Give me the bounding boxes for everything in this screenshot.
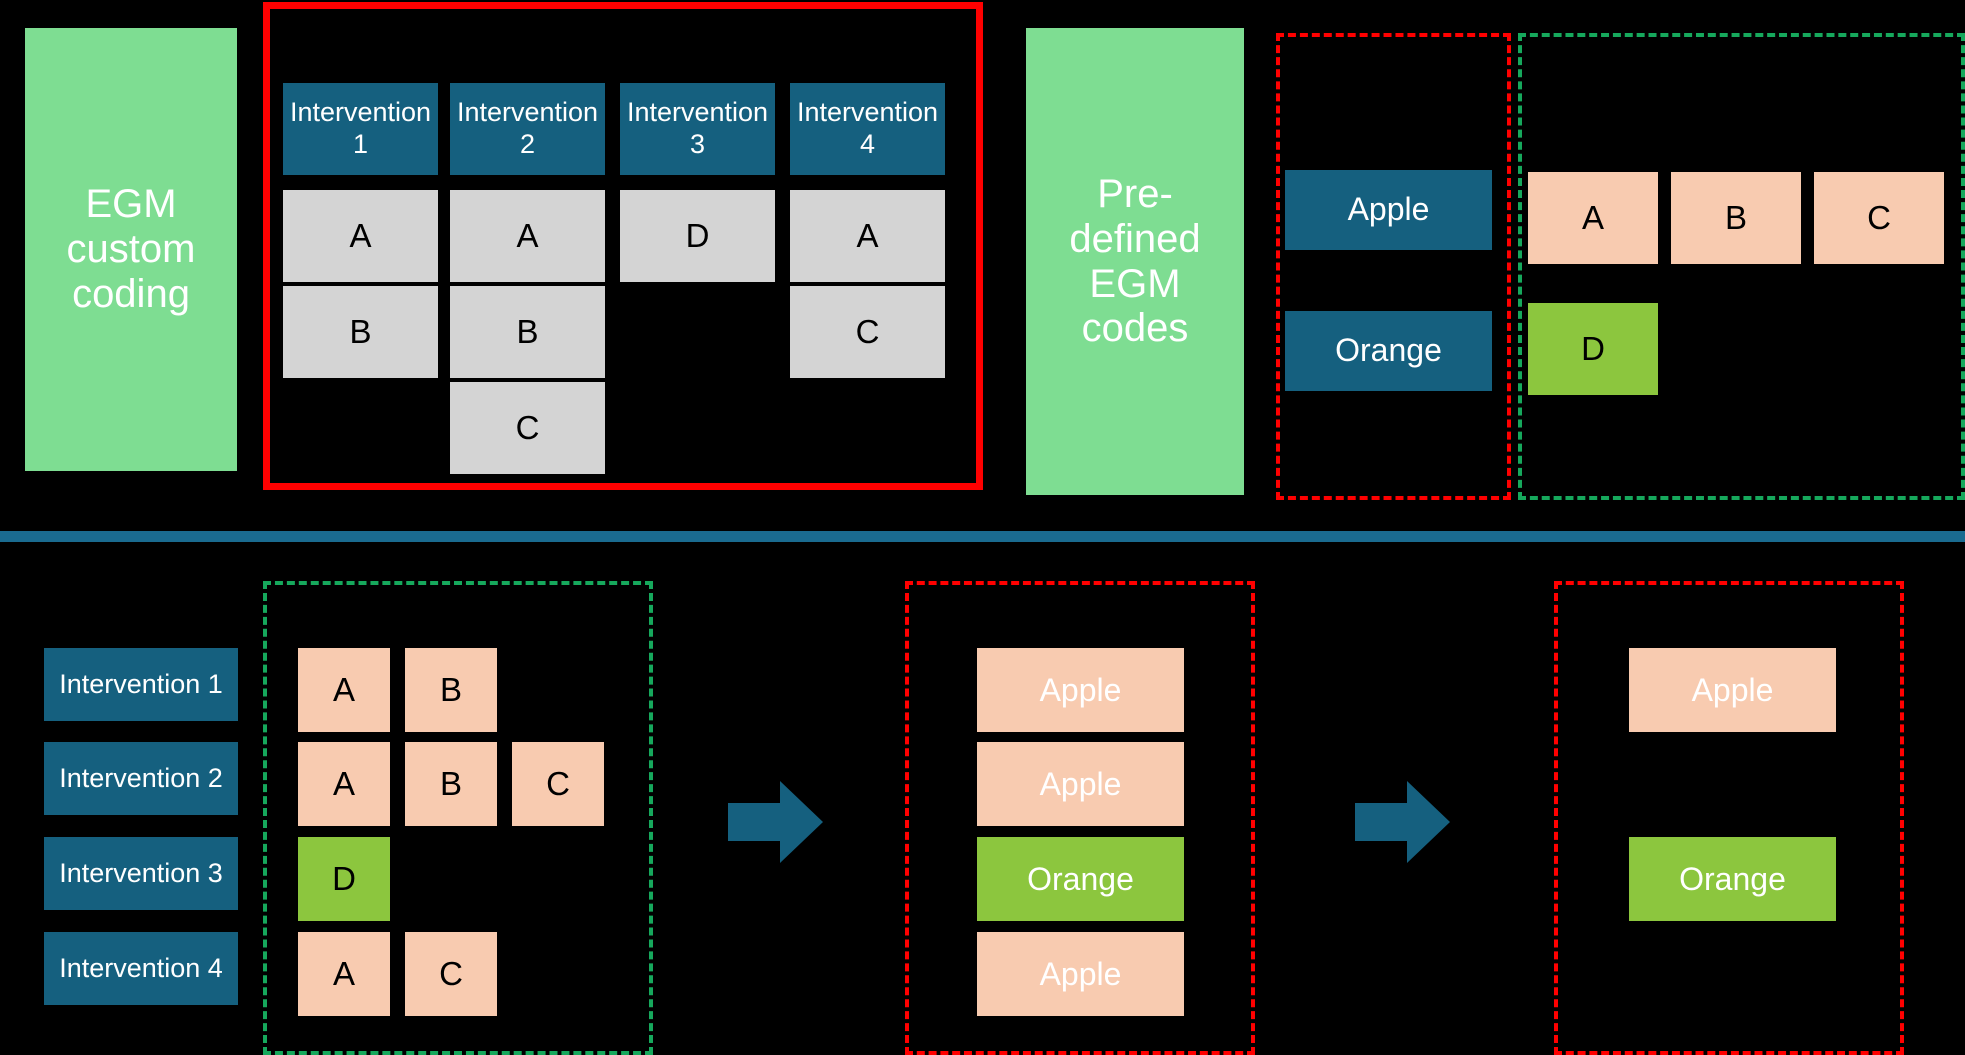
code-key-b[interactable]: B [1671, 172, 1801, 264]
right-arrow-icon [1355, 781, 1450, 863]
bottom-intervention-2[interactable]: Intervention 2 [44, 742, 238, 815]
top-code-cell[interactable]: A [283, 190, 438, 282]
bottom-code-cell[interactable]: C [512, 742, 604, 826]
top-code-cell[interactable]: D [620, 190, 775, 282]
bottom-intervention-1[interactable]: Intervention 1 [44, 648, 238, 721]
predefined-code-orange[interactable]: Orange [1285, 311, 1492, 391]
final-code-apple[interactable]: Apple [1629, 648, 1836, 732]
top-intervention-4[interactable]: Intervention 4 [790, 83, 945, 175]
bottom-code-cell[interactable]: B [405, 648, 497, 732]
bottom-code-cell[interactable]: A [298, 932, 390, 1016]
top-intervention-2[interactable]: Intervention 2 [450, 83, 605, 175]
bottom-codes-green-frame [263, 581, 653, 1055]
mapped-codes-red-frame [905, 581, 1255, 1055]
final-code-orange[interactable]: Orange [1629, 837, 1836, 921]
mapped-code-row-3[interactable]: Orange [977, 837, 1184, 921]
top-code-cell[interactable]: B [450, 286, 605, 378]
top-code-cell[interactable]: B [283, 286, 438, 378]
top-code-cell[interactable]: C [790, 286, 945, 378]
predefined-code-apple[interactable]: Apple [1285, 170, 1492, 250]
top-code-cell[interactable]: A [790, 190, 945, 282]
predefined-egm-codes-panel: Pre- defined EGM codes [1026, 28, 1244, 495]
code-keys-green-frame [1518, 33, 1965, 500]
mapped-code-row-4[interactable]: Apple [977, 932, 1184, 1016]
final-codes-red-frame [1554, 581, 1904, 1055]
custom-coding-red-frame [263, 2, 983, 490]
bottom-code-cell[interactable]: A [298, 742, 390, 826]
predefined-codes-red-frame [1276, 33, 1511, 500]
egm-custom-coding-panel: EGM custom coding [25, 28, 237, 471]
bottom-code-cell[interactable]: B [405, 742, 497, 826]
bottom-intervention-4[interactable]: Intervention 4 [44, 932, 238, 1005]
bottom-code-cell[interactable]: C [405, 932, 497, 1016]
top-code-cell[interactable]: A [450, 190, 605, 282]
mapped-code-row-1[interactable]: Apple [977, 648, 1184, 732]
top-code-cell[interactable]: C [450, 382, 605, 474]
code-key-a[interactable]: A [1528, 172, 1658, 264]
bottom-intervention-3[interactable]: Intervention 3 [44, 837, 238, 910]
code-key-c[interactable]: C [1814, 172, 1944, 264]
top-intervention-1[interactable]: Intervention 1 [283, 83, 438, 175]
dash-dot-divider-icon [0, 531, 1965, 542]
right-arrow-icon [728, 781, 823, 863]
top-intervention-3[interactable]: Intervention 3 [620, 83, 775, 175]
mapped-code-row-2[interactable]: Apple [977, 742, 1184, 826]
bottom-code-cell[interactable]: A [298, 648, 390, 732]
code-key-d[interactable]: D [1528, 303, 1658, 395]
bottom-code-cell[interactable]: D [298, 837, 390, 921]
